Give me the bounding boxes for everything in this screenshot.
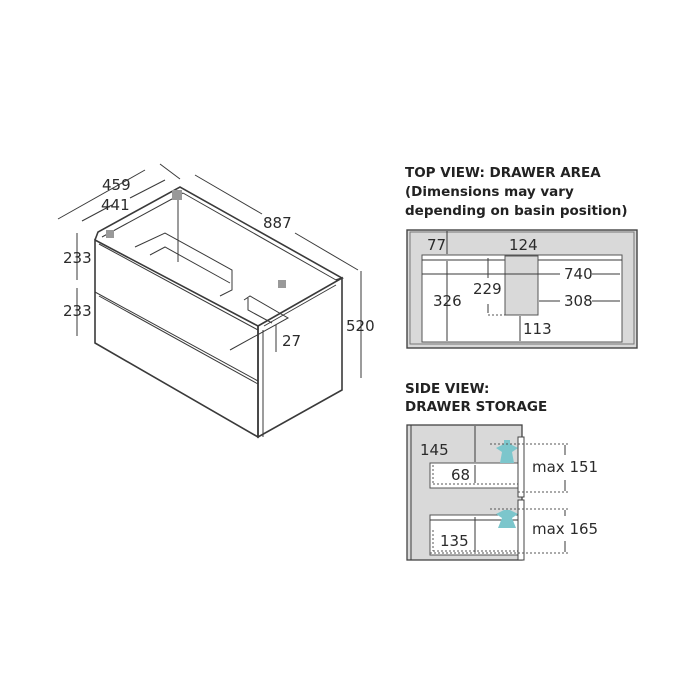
- dim-gap: 27: [282, 332, 301, 350]
- dim-77: 77: [427, 236, 446, 254]
- top-view-note-2: depending on basin position): [405, 203, 628, 219]
- dim-135: 135: [440, 532, 469, 550]
- dim-depth-inner: 441: [101, 196, 130, 214]
- bottle-icon: [496, 510, 518, 528]
- top-view-note-1: (Dimensions may vary: [405, 184, 574, 200]
- isometric-cabinet: [94, 186, 344, 439]
- iso-dimensions: 459 441 887 233 233 520 27: [57, 163, 375, 378]
- dim-145: 145: [420, 441, 449, 459]
- dim-740: 740: [564, 265, 593, 283]
- dim-124: 124: [509, 236, 538, 254]
- basin-waste-block: [504, 255, 539, 316]
- side-view-title-2: DRAWER STORAGE: [405, 399, 547, 415]
- dim-drawer-top: 233: [63, 249, 92, 267]
- dim-68: 68: [451, 466, 470, 484]
- bottle-icon: [496, 440, 518, 463]
- side-view-title-1: SIDE VIEW:: [405, 381, 489, 397]
- drawer-split: [94, 291, 259, 382]
- top-view-title: TOP VIEW: DRAWER AREA: [405, 165, 601, 181]
- dim-113: 113: [523, 320, 552, 338]
- dim-height: 520: [346, 317, 375, 335]
- dim-depth-outer: 459: [102, 176, 131, 194]
- dim-326: 326: [433, 292, 462, 310]
- dim-229: 229: [473, 280, 502, 298]
- side-view: SIDE VIEW: DRAWER STORAGE 145 68 135 max…: [405, 381, 598, 561]
- dim-width: 887: [263, 214, 292, 232]
- top-view: TOP VIEW: DRAWER AREA (Dimensions may va…: [405, 165, 638, 349]
- dim-max-165: max 165: [532, 520, 598, 538]
- dim-308: 308: [564, 292, 593, 310]
- corner-bracket: [172, 190, 182, 200]
- dim-max-151: max 151: [532, 458, 598, 476]
- cabinet-side: [257, 276, 343, 439]
- dim-drawer-bottom: 233: [63, 302, 92, 320]
